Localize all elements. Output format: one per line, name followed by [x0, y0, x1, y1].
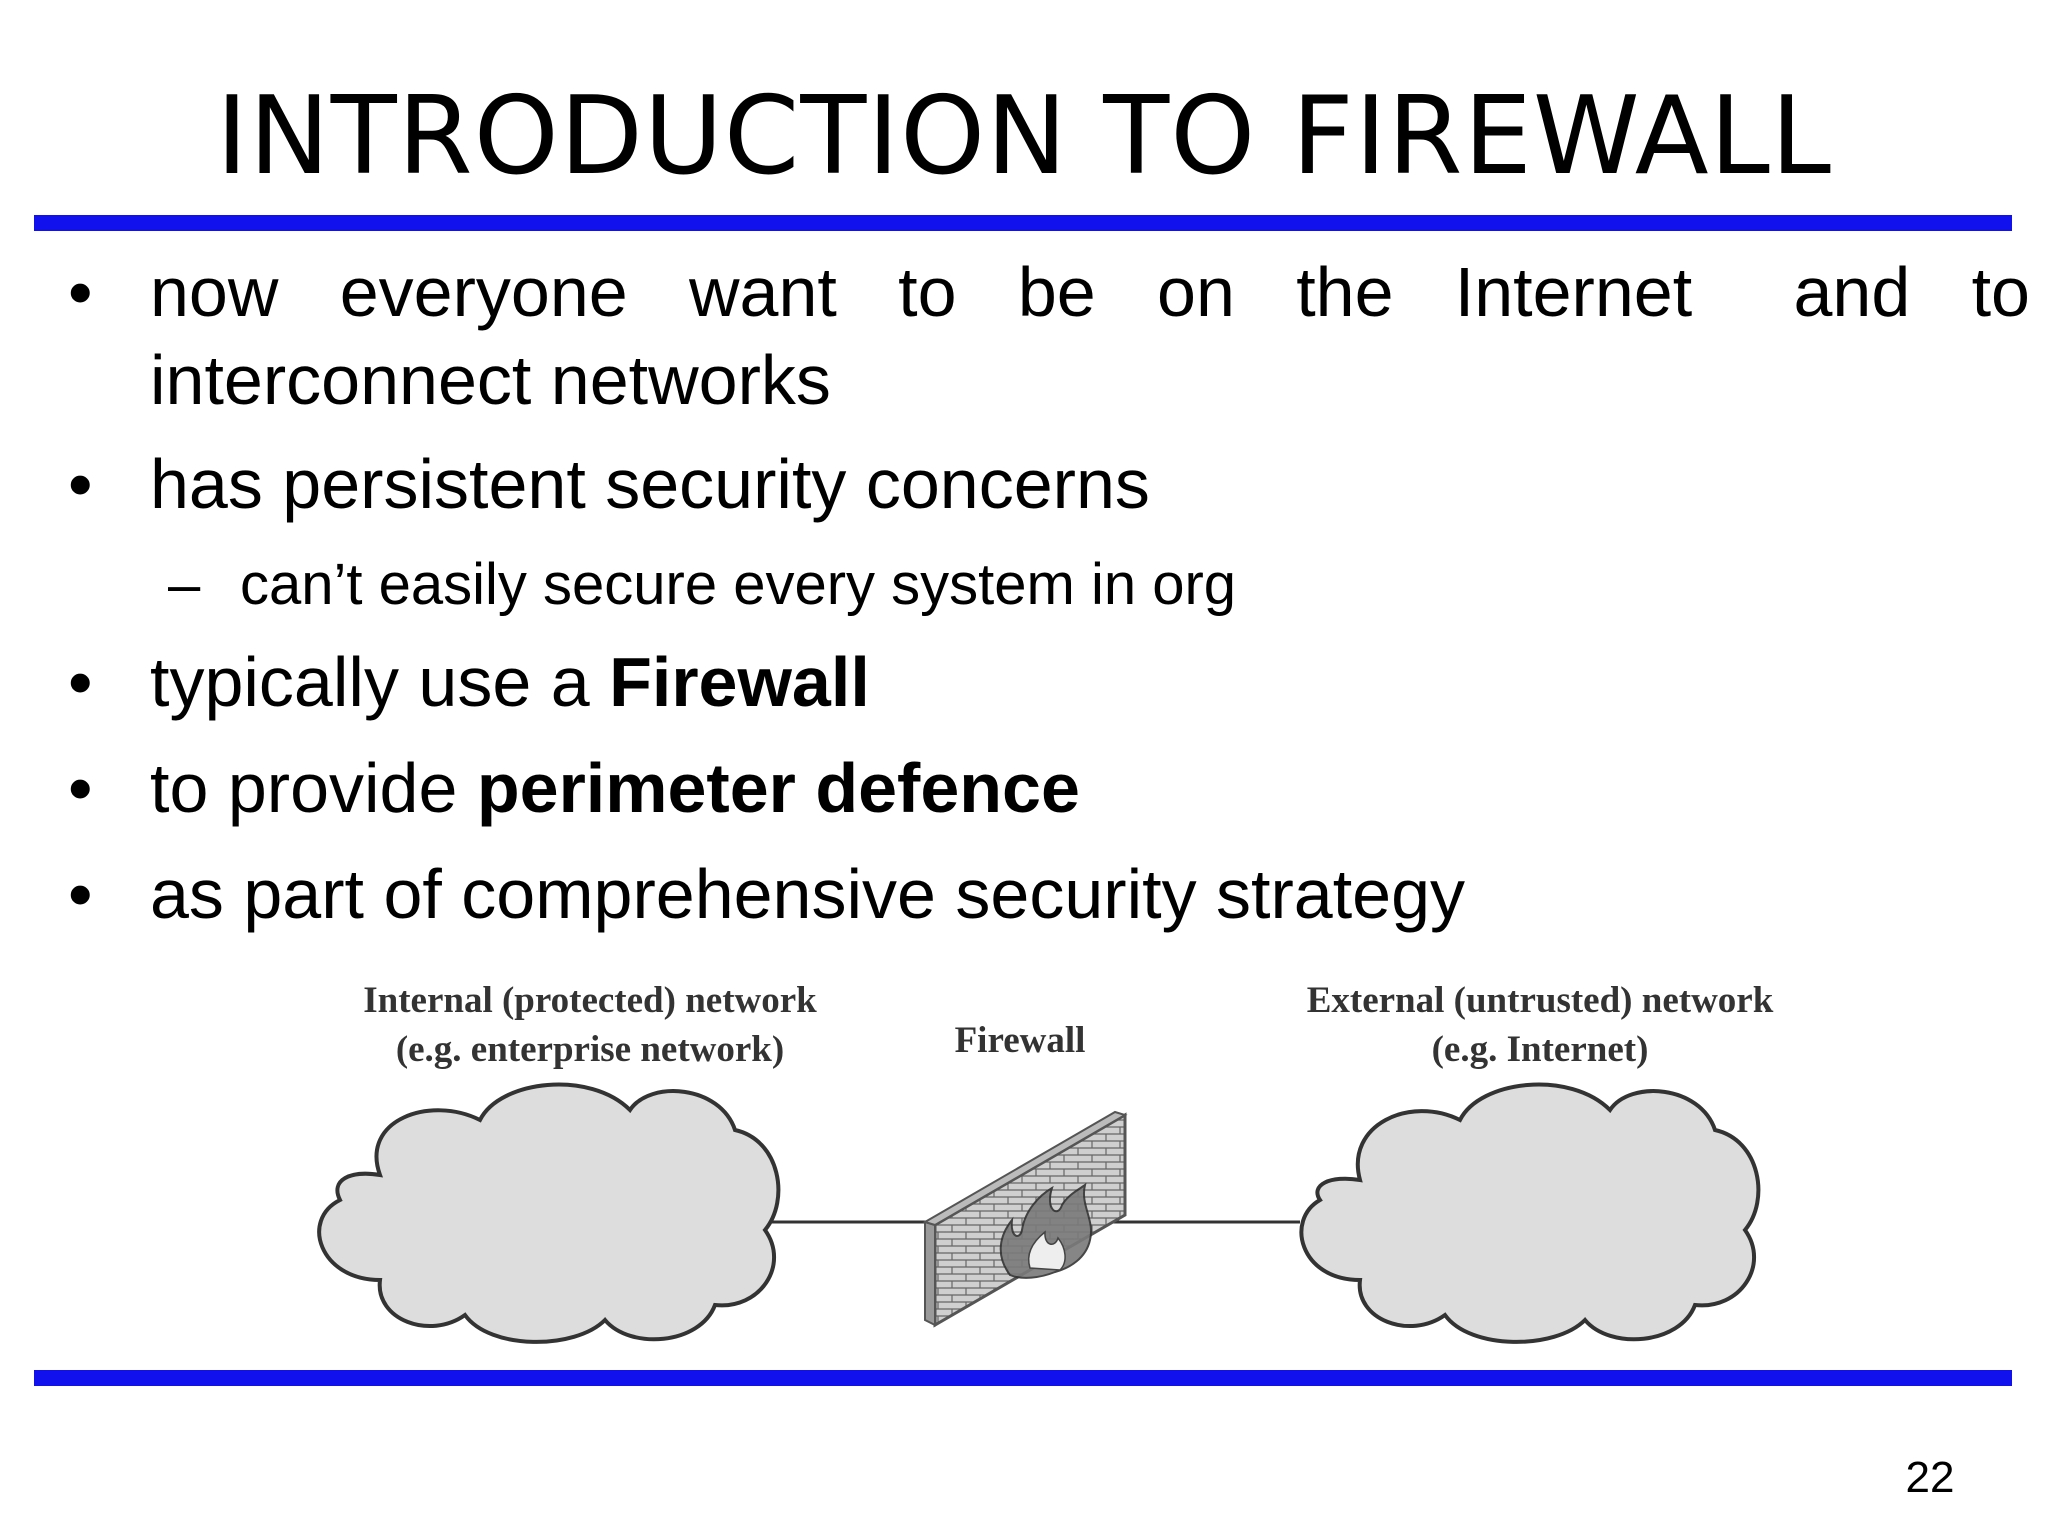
internal-network-label-1: Internal (protected) network: [363, 980, 817, 1021]
word: the: [1296, 253, 1394, 331]
word: Internet: [1454, 253, 1693, 331]
internal-network-cloud-icon: [317, 1082, 781, 1344]
bullet-5: as part of comprehensive security strate…: [150, 855, 1466, 933]
bullet-2: has persistent security concerns: [150, 445, 1150, 523]
word: now: [150, 253, 279, 331]
internal-network-label-2: (e.g. enterprise network): [395, 1029, 785, 1070]
bullet-4: to provide perimeter defence: [150, 744, 1080, 832]
bullet-dot: •: [68, 855, 93, 933]
top-rule: [34, 215, 2012, 231]
bullet-1-line-2: interconnect networks: [150, 341, 831, 419]
word: everyone: [339, 253, 628, 331]
external-network-label-2: (e.g. Internet): [1431, 1029, 1649, 1070]
bullet-dot: •: [68, 749, 93, 827]
bullet-3: typically use a Firewall: [150, 638, 870, 726]
external-network-cloud-icon: [1299, 1082, 1761, 1344]
bullet-3-text: typically use a: [150, 643, 610, 721]
flame-inner-icon: [1028, 1230, 1066, 1271]
sub-bullet-dash: –: [168, 552, 201, 617]
bullet-4-text: to provide: [150, 749, 477, 827]
bullet-4-bold: perimeter defence: [476, 749, 1080, 827]
firewall-wall-icon: [922, 1110, 1128, 1328]
bullet-dot: •: [68, 643, 93, 721]
bullet-1-line-1: now everyone want to be on the Internet …: [150, 248, 2030, 336]
bottom-rule: [34, 1370, 2012, 1386]
bullet-dot: •: [68, 253, 93, 331]
word: and: [1793, 253, 1911, 331]
word: want: [688, 253, 837, 331]
word: to: [1971, 253, 2030, 331]
firewall-label: Firewall: [954, 1020, 1086, 1061]
slide-title: INTRODUCTION TO FIREWALL: [216, 74, 1832, 199]
sub-bullet-1: can’t easily secure every system in org: [240, 552, 1237, 617]
word: be: [1017, 253, 1096, 331]
word: on: [1157, 253, 1235, 331]
flame-icon: [999, 1182, 1093, 1279]
bullet-dot: •: [68, 445, 93, 523]
external-network-label-1: External (untrusted) network: [1306, 980, 1774, 1021]
word: to: [898, 253, 957, 331]
page-number: 22: [1905, 1453, 1955, 1502]
bullet-3-bold: Firewall: [609, 643, 870, 721]
